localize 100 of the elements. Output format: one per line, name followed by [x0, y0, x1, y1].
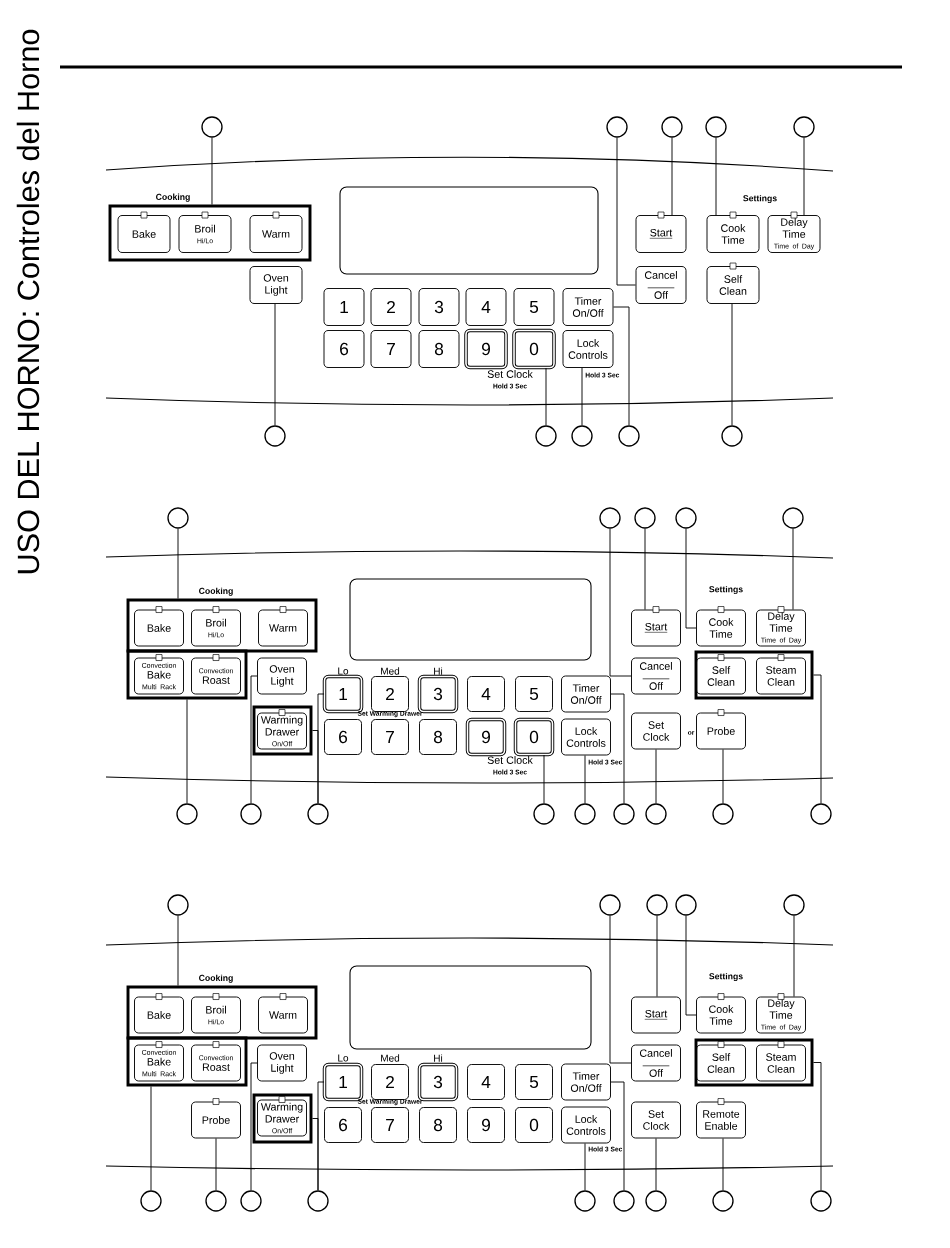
callout-circle: [599, 507, 621, 529]
number-key: 5: [515, 676, 553, 712]
control-button: Lock Controls: [561, 718, 611, 756]
control-button: Oven Light: [257, 1044, 307, 1082]
control-button: Cancel Off: [631, 657, 681, 695]
leader-line: [731, 303, 733, 426]
leader-line: [656, 915, 658, 997]
callout-circle: [140, 1190, 162, 1212]
leader-line: [715, 137, 717, 216]
callout-circle: [675, 507, 697, 529]
number-key: 8: [418, 330, 460, 368]
control-button: Set Clock: [631, 1101, 681, 1139]
leader-line: [250, 1062, 258, 1191]
key-caption: Med: [381, 667, 400, 675]
leader-line: [584, 755, 586, 804]
callout-circle: [712, 1190, 734, 1212]
callout-circle: [167, 894, 189, 916]
control-button: Cancel Off: [631, 1044, 681, 1082]
number-key: 9: [465, 717, 507, 757]
number-key: 9: [467, 1107, 505, 1143]
control-button: Warm: [249, 211, 303, 253]
callout-circle: [201, 116, 223, 138]
control-button: Steam Clean: [756, 654, 806, 695]
callout-circle: [574, 803, 596, 825]
key-caption: Med: [381, 1054, 400, 1062]
number-key: 6: [323, 330, 365, 368]
leader-line: [813, 674, 822, 804]
callout-circle: [307, 1190, 329, 1212]
callout-circle: [533, 803, 555, 825]
leader-line: [150, 1086, 152, 1191]
control-button: Timer On/Off: [561, 1063, 611, 1101]
display-window: [339, 186, 599, 275]
caption-text: Settings: [709, 972, 743, 982]
caption-text: Set Clock: [487, 756, 533, 764]
leader-line: [215, 1138, 217, 1191]
display-window: [349, 578, 592, 661]
leader-line: [312, 730, 319, 804]
number-key: 8: [419, 719, 457, 755]
leader-line: [722, 749, 724, 804]
leader-line: [545, 367, 547, 426]
control-button: Start: [631, 606, 681, 647]
key-caption: Hi: [434, 667, 443, 675]
callout-circle: [176, 803, 198, 825]
control-button: Probe: [191, 1098, 241, 1139]
key-caption: Hi: [434, 1054, 443, 1062]
button-group: [694, 1038, 814, 1087]
callout-circle: [705, 116, 727, 138]
number-key: 7: [370, 330, 412, 368]
control-button: Self Clean: [696, 654, 746, 695]
control-button: Bake: [134, 606, 184, 647]
control-button: Oven Light: [257, 657, 307, 695]
callout-circle: [810, 803, 832, 825]
callout-circle: [307, 803, 329, 825]
callout-circle: [205, 1190, 227, 1212]
control-button: Self Clean: [706, 262, 760, 304]
callout-circle: [793, 116, 815, 138]
callout-circle: [712, 803, 734, 825]
leader-line: [644, 528, 646, 610]
leader-line: [274, 303, 276, 426]
leader-line: [609, 528, 632, 677]
leader-line: [186, 699, 188, 804]
callout-circle: [606, 116, 628, 138]
control-button: Bake: [134, 993, 184, 1034]
control-button: Warm: [258, 606, 308, 647]
control-button: Start: [631, 996, 681, 1034]
callout-circle: [571, 425, 593, 447]
callout-circle: [613, 803, 635, 825]
number-key: 2: [371, 1064, 409, 1100]
callout-circle: [618, 425, 640, 447]
number-key: 0: [513, 717, 555, 757]
leader-line: [685, 915, 697, 1016]
leader-line: [655, 1138, 657, 1191]
control-button: Cook Time: [696, 606, 746, 647]
callout-circle: [264, 425, 286, 447]
caption-text: Set Clock: [487, 370, 533, 378]
leader-line: [685, 528, 697, 629]
number-key: 5: [515, 1064, 553, 1100]
node-label: Cooking: [156, 193, 190, 202]
leader-line: [655, 749, 657, 804]
node-label: Cooking: [199, 974, 233, 983]
key-caption: Lo: [338, 1054, 349, 1062]
callout-circle: [721, 425, 743, 447]
leader-line: [610, 1081, 625, 1191]
display-window: [349, 965, 592, 1050]
number-key: 0: [515, 1107, 553, 1143]
control-button: Timer On/Off: [562, 288, 614, 326]
control-button: Cook Time: [696, 993, 746, 1034]
callout-circle: [783, 894, 805, 916]
key-caption: Lo: [338, 667, 349, 675]
control-button: Remote Enable: [696, 1098, 746, 1139]
callout-circle: [167, 507, 189, 529]
leader-line: [543, 754, 545, 804]
callout-circle: [613, 1190, 635, 1212]
control-button: Bake: [117, 211, 171, 253]
leader-line: [613, 306, 630, 426]
button-group: [252, 705, 313, 756]
callout-circle: [240, 803, 262, 825]
control-button: Lock Controls: [561, 1106, 611, 1144]
number-key: 1: [323, 288, 365, 326]
button-group: [126, 1036, 248, 1087]
